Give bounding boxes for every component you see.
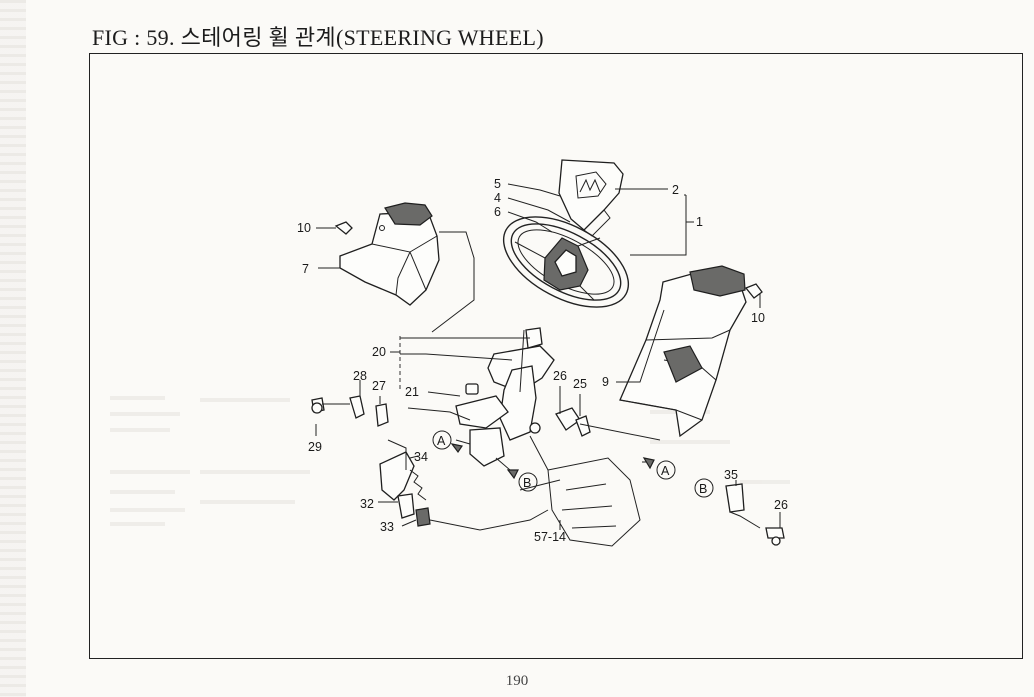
callout-57-14: 57-14: [534, 530, 566, 544]
callout-34: 34: [414, 450, 428, 464]
leader-lines: [315, 183, 781, 531]
callout-1: 1: [696, 215, 703, 229]
title-korean: 스테어링 휠 관계: [180, 25, 336, 50]
marker-b-right: B: [699, 482, 707, 496]
column-cover-upper: [339, 202, 440, 306]
callout-7: 7: [302, 262, 309, 276]
title-english: (STEERING WHEEL): [335, 25, 544, 50]
bracket-35: [725, 483, 785, 546]
column-cover-lower: [619, 265, 747, 438]
steering-column: [455, 327, 555, 467]
steering-wheel: [502, 216, 630, 308]
page-number: 190: [505, 673, 529, 689]
callout-32: 32: [360, 497, 374, 511]
screw-10: [334, 221, 763, 299]
callout-numbers: 2 1 5 4 6 10 7 10 20 9 21 28 27 26 25 29…: [297, 177, 788, 544]
marker-b-centre: B: [523, 476, 531, 490]
callout-27: 27: [372, 379, 386, 393]
callout-10-left: 10: [297, 221, 311, 235]
diagram-frame: [89, 53, 1023, 659]
bracket-25: [555, 407, 591, 437]
figure-title: FIG : 59. 스테어링 휠 관계(STEERING WHEEL): [92, 20, 544, 52]
callout-28: 28: [353, 369, 367, 383]
horn-pad: [558, 159, 624, 237]
marker-a-left: A: [437, 434, 446, 448]
fig-label: FIG : 59.: [92, 25, 175, 50]
marker-a-right: A: [661, 464, 670, 478]
callout-9: 9: [602, 375, 609, 389]
callout-33: 33: [380, 520, 394, 534]
grommet-29: [311, 402, 323, 414]
callout-29: 29: [308, 440, 322, 454]
callout-20: 20: [372, 345, 386, 359]
callout-10-right: 10: [751, 311, 765, 325]
callout-4: 4: [494, 191, 501, 205]
callout-25: 25: [573, 377, 587, 391]
lever-assembly: [379, 439, 431, 527]
callout-5: 5: [494, 177, 501, 191]
callout-6: 6: [494, 205, 501, 219]
clip-parts: [311, 395, 389, 427]
callout-21: 21: [405, 385, 419, 399]
callout-26-right: 26: [774, 498, 788, 512]
lower-column-57-14: [529, 435, 641, 547]
callout-35: 35: [724, 468, 738, 482]
reference-markers: A A B B: [432, 430, 714, 498]
scan-edge: [0, 0, 26, 697]
callout-26-centre: 26: [553, 369, 567, 383]
spacer-21: [465, 383, 479, 395]
callout-2: 2: [672, 183, 679, 197]
